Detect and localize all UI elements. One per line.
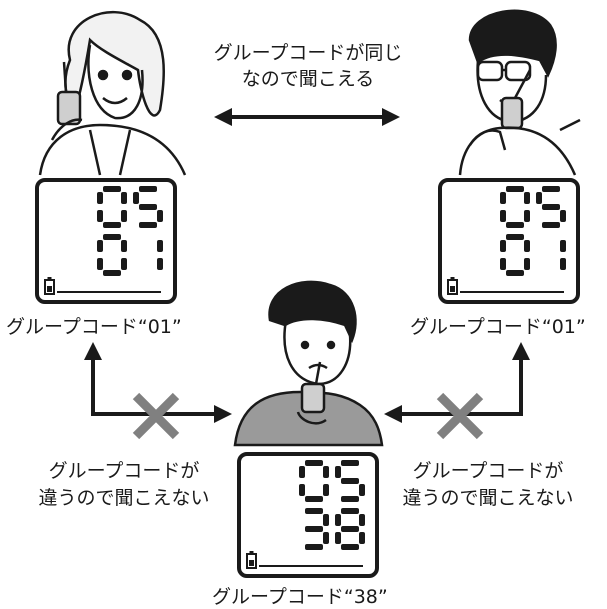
lcd-segment bbox=[305, 526, 323, 532]
lcd-segment bbox=[97, 210, 103, 222]
lcd-segment bbox=[542, 186, 560, 192]
lcd-segment bbox=[536, 192, 542, 204]
right-lcd-display bbox=[438, 178, 580, 304]
left-woman-illustration bbox=[38, 10, 187, 176]
lcd-segment bbox=[157, 258, 163, 270]
bottom-group-label: グループコード“38” bbox=[212, 586, 388, 608]
lcd-segment bbox=[359, 514, 365, 526]
top-caption: グループコードが同じ なので聞こえる bbox=[188, 40, 428, 92]
right-man-illustration bbox=[458, 9, 581, 176]
lcd-segment bbox=[323, 484, 329, 496]
lcd-segment bbox=[323, 466, 329, 478]
lcd-segment bbox=[305, 544, 323, 550]
left-group-label: グループコード“01” bbox=[6, 316, 182, 338]
left-message-line2: 違うので聞こえない bbox=[38, 487, 210, 509]
lcd-segment bbox=[506, 222, 524, 228]
lcd-segment bbox=[103, 222, 121, 228]
right-group-label: グループコード“01” bbox=[410, 316, 586, 338]
lcd-segment bbox=[524, 192, 530, 204]
double-arrow bbox=[214, 108, 400, 126]
right-cross-icon bbox=[436, 392, 484, 440]
lcd-segment bbox=[335, 532, 341, 544]
lcd-segment bbox=[97, 240, 103, 252]
lcd-segment bbox=[323, 514, 329, 526]
lcd-baseline bbox=[259, 565, 363, 567]
top-caption-line1: グループコードが同じ bbox=[213, 42, 403, 64]
lcd-segment bbox=[305, 460, 323, 466]
lcd-baseline bbox=[460, 291, 564, 293]
lcd-segment bbox=[133, 192, 139, 204]
lcd-segment bbox=[341, 508, 359, 514]
right-message-line2: 違うので聞こえない bbox=[402, 487, 574, 509]
lcd-segment bbox=[97, 258, 103, 270]
lcd-segment bbox=[359, 532, 365, 544]
lcd-segment bbox=[341, 478, 359, 484]
lcd-segment bbox=[542, 222, 560, 228]
right-message-line1: グループコードが bbox=[412, 460, 564, 482]
lcd-segment bbox=[335, 514, 341, 526]
lcd-segment bbox=[524, 258, 530, 270]
lcd-segment bbox=[500, 240, 506, 252]
lcd-segment bbox=[500, 210, 506, 222]
lcd-segment bbox=[506, 234, 524, 240]
lcd-segment bbox=[97, 192, 103, 204]
lcd-segment bbox=[323, 532, 329, 544]
battery-icon bbox=[44, 277, 55, 295]
lcd-segment bbox=[506, 186, 524, 192]
lcd-segment bbox=[139, 222, 157, 228]
lcd-segment bbox=[305, 508, 323, 514]
lcd-segment bbox=[560, 210, 566, 222]
lcd-segment bbox=[121, 258, 127, 270]
lcd-segment bbox=[121, 240, 127, 252]
bottom-boy-illustration bbox=[233, 280, 384, 447]
lcd-segment bbox=[103, 186, 121, 192]
battery-icon bbox=[246, 551, 257, 569]
lcd-segment bbox=[506, 270, 524, 276]
lcd-segment bbox=[341, 496, 359, 502]
lcd-segment bbox=[299, 466, 305, 478]
lcd-segment bbox=[121, 210, 127, 222]
lcd-segment bbox=[139, 204, 157, 210]
lcd-segment bbox=[341, 526, 359, 532]
lcd-segment bbox=[500, 192, 506, 204]
lcd-segment bbox=[305, 496, 323, 502]
lcd-segment bbox=[341, 460, 359, 466]
lcd-segment bbox=[139, 186, 157, 192]
lcd-segment bbox=[103, 270, 121, 276]
left-cross-icon bbox=[132, 392, 180, 440]
lcd-segment bbox=[341, 544, 359, 550]
lcd-segment bbox=[500, 258, 506, 270]
lcd-segment bbox=[103, 234, 121, 240]
left-message: グループコードが 違うので聞こえない bbox=[34, 458, 214, 512]
lcd-segment bbox=[560, 258, 566, 270]
lcd-segment bbox=[542, 204, 560, 210]
battery-icon bbox=[447, 277, 458, 295]
lcd-segment bbox=[359, 484, 365, 496]
right-message: グループコードが 違うので聞こえない bbox=[398, 458, 578, 512]
lcd-segment bbox=[524, 240, 530, 252]
lcd-baseline bbox=[57, 291, 161, 293]
lcd-segment bbox=[335, 466, 341, 478]
left-message-line1: グループコードが bbox=[48, 460, 200, 482]
lcd-segment bbox=[157, 210, 163, 222]
left-lcd-display bbox=[35, 178, 177, 304]
top-caption-line2: なので聞こえる bbox=[241, 68, 375, 90]
lcd-segment bbox=[157, 240, 163, 252]
lcd-segment bbox=[299, 484, 305, 496]
lcd-segment bbox=[524, 210, 530, 222]
lcd-segment bbox=[121, 192, 127, 204]
lcd-segment bbox=[560, 240, 566, 252]
bottom-lcd-display bbox=[237, 452, 379, 578]
